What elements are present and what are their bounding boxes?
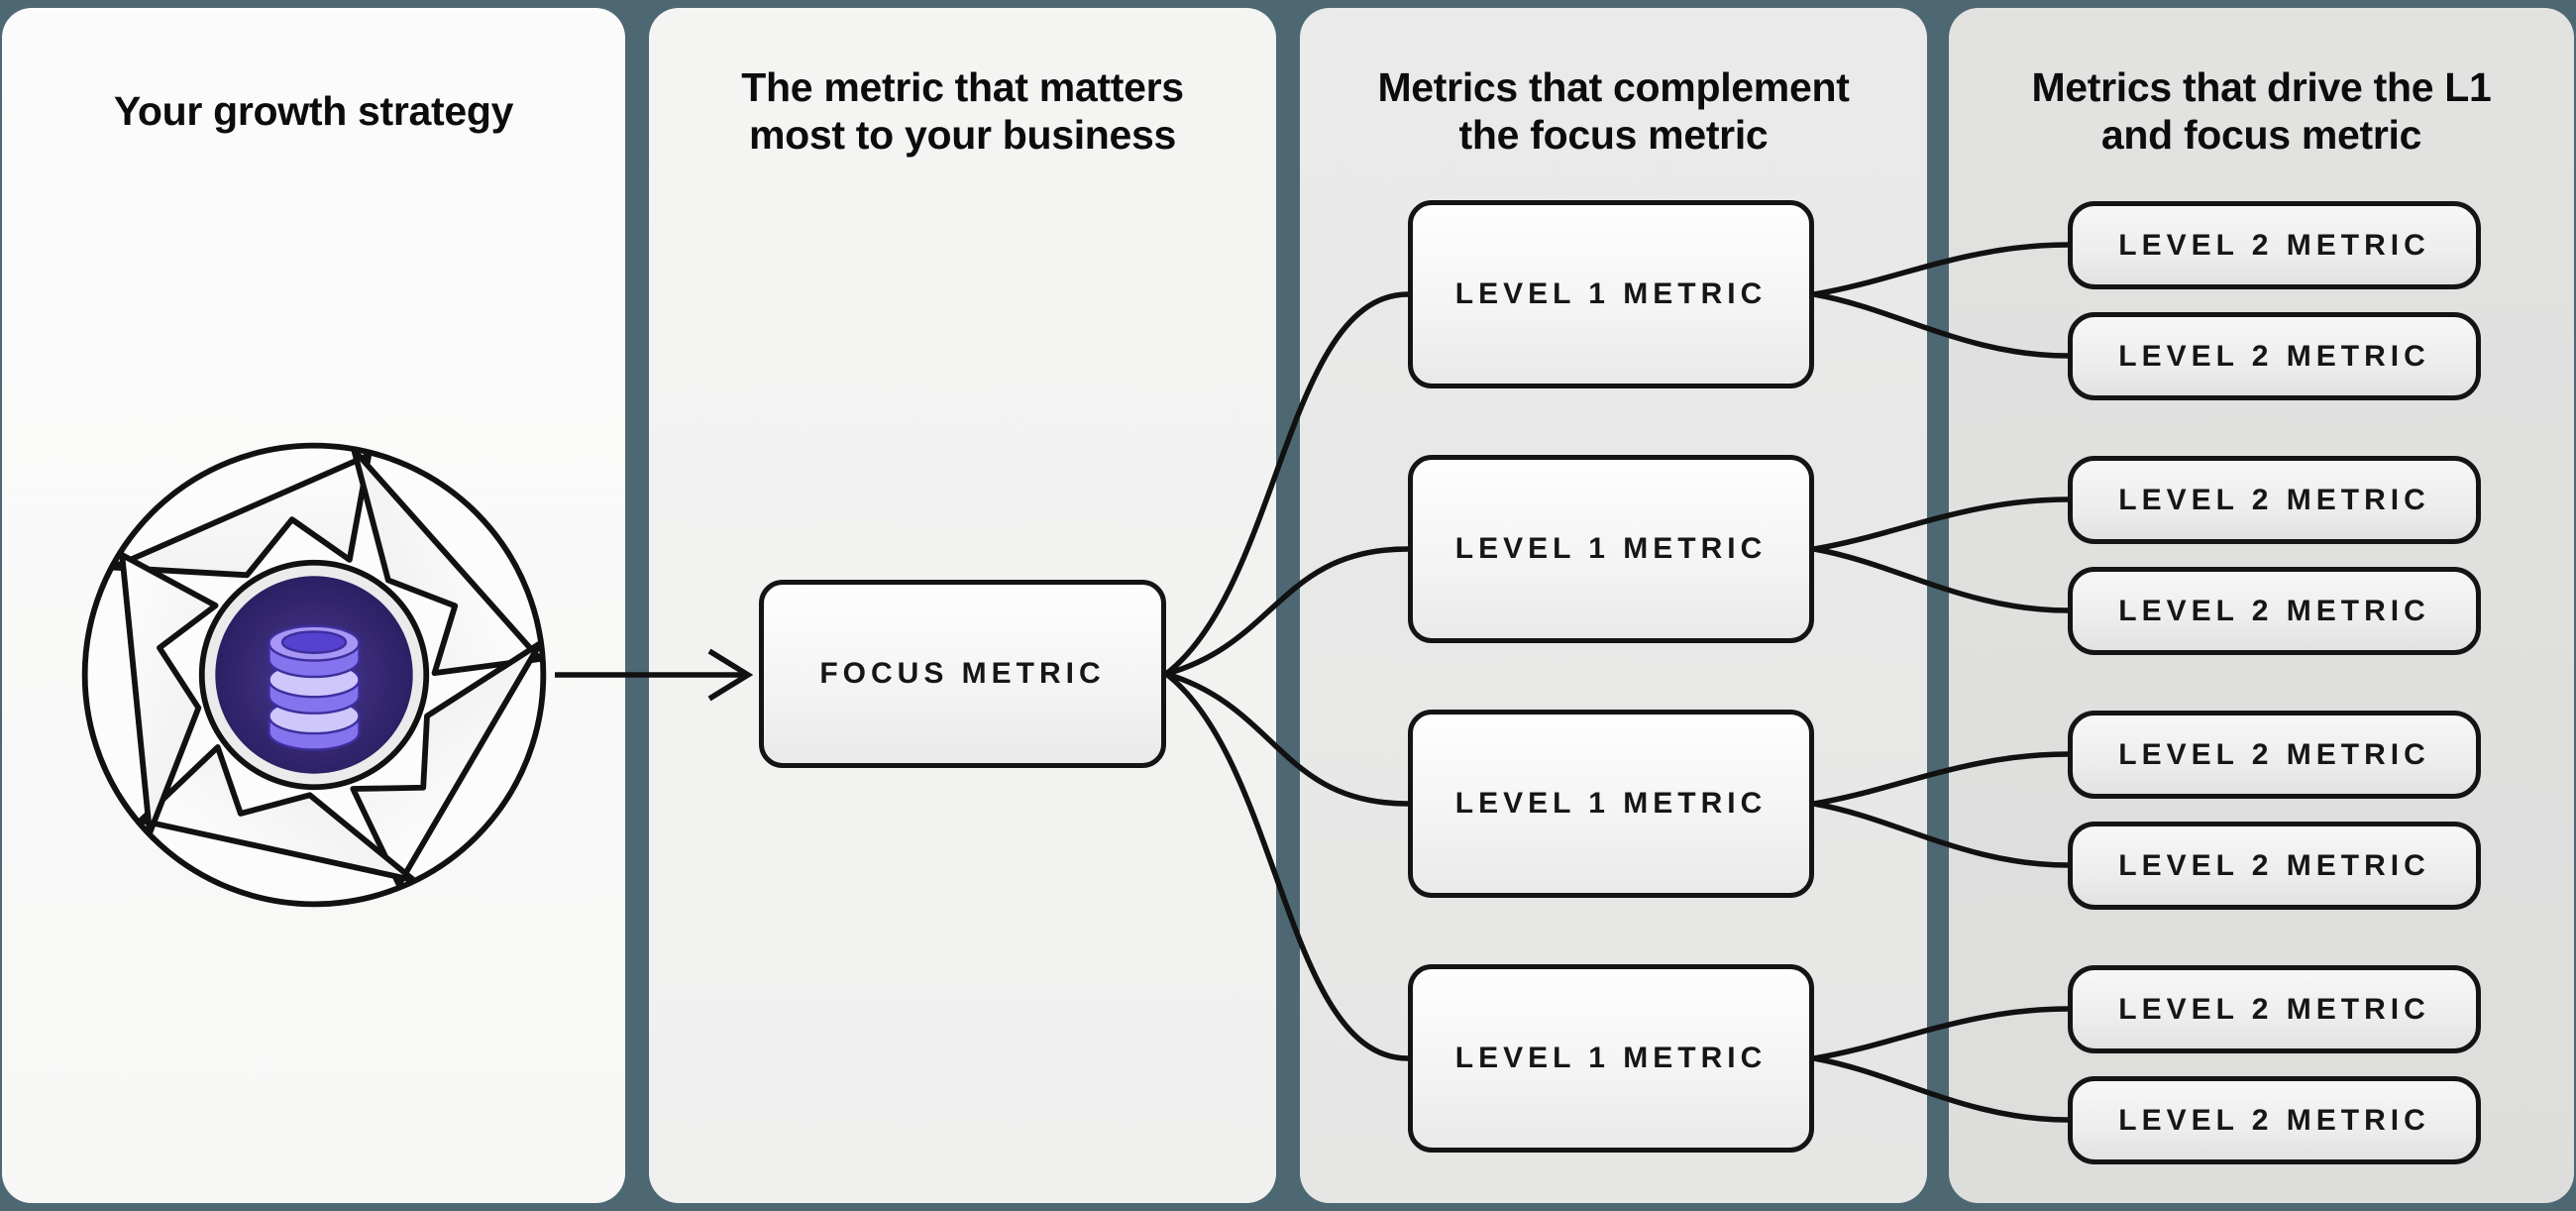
edge-focus-l1 (1164, 671, 1409, 1061)
panel-title: Metrics that drive the L1 and focus metr… (1949, 63, 2574, 159)
level-2-metric-node: LEVEL 2 METRIC (2068, 1076, 2481, 1164)
growth-loop-icon (81, 442, 547, 908)
title-line: The metric that matters (741, 64, 1184, 110)
level-1-metric-node: LEVEL 1 METRIC (1408, 964, 1814, 1153)
level-1-metric-node: LEVEL 1 METRIC (1408, 455, 1814, 643)
arrow-right-icon (555, 648, 754, 702)
panel-title: Metrics that complement the focus metric (1300, 63, 1927, 159)
level-2-metric-node: LEVEL 2 METRIC (2068, 312, 2481, 400)
edge-l1-l2 (1813, 751, 2069, 807)
edge-l1-l2 (1813, 546, 2069, 613)
edge-focus-l1 (1165, 671, 1409, 807)
level-1-metric-label: LEVEL 1 METRIC (1454, 277, 1768, 310)
level-2-metric-label: LEVEL 2 METRIC (2118, 339, 2430, 373)
level-2-metric-node: LEVEL 2 METRIC (2068, 822, 2481, 910)
panel-title: The metric that matters most to your bus… (649, 63, 1276, 159)
level-2-metric-label: LEVEL 2 METRIC (2118, 228, 2430, 262)
level-1-metric-label: LEVEL 1 METRIC (1454, 787, 1768, 820)
edge-l1-l2 (1813, 291, 2069, 359)
level-1-metric-node: LEVEL 1 METRIC (1408, 200, 1814, 388)
edge-l1-l2 (1813, 242, 2069, 297)
level-2-metric-node: LEVEL 2 METRIC (2068, 201, 2481, 289)
edge-l1-l2 (1813, 801, 2069, 868)
level-1-metric-label: LEVEL 1 METRIC (1454, 532, 1768, 565)
level-1-metric-node: LEVEL 1 METRIC (1408, 710, 1814, 898)
title-line: Your growth strategy (113, 88, 514, 134)
level-2-metric-node: LEVEL 2 METRIC (2068, 567, 2481, 655)
title-line: the focus metric (1458, 112, 1769, 158)
level-2-metric-label: LEVEL 2 METRIC (2118, 594, 2430, 627)
level-2-metric-label: LEVEL 2 METRIC (2118, 1103, 2430, 1137)
level-2-metric-label: LEVEL 2 METRIC (2118, 737, 2430, 771)
edge-focus-l1 (1165, 546, 1409, 677)
level-2-metric-label: LEVEL 2 METRIC (2118, 992, 2430, 1026)
title-line: Metrics that drive the L1 (2031, 64, 2492, 110)
database-icon (268, 624, 361, 751)
edge-focus-l1 (1164, 291, 1409, 677)
title-line: most to your business (748, 112, 1177, 158)
level-2-metric-node: LEVEL 2 METRIC (2068, 965, 2481, 1053)
level-2-metric-node: LEVEL 2 METRIC (2068, 456, 2481, 544)
edge-l1-l2 (1813, 1006, 2069, 1061)
level-2-metric-label: LEVEL 2 METRIC (2118, 848, 2430, 882)
panel-focus-metric: The metric that matters most to your bus… (649, 8, 1276, 1203)
focus-metric-node: FOCUS METRIC (759, 580, 1166, 768)
focus-metric-label: FOCUS METRIC (819, 657, 1106, 690)
panel-title: Your growth strategy (2, 87, 625, 135)
edge-l1-l2 (1813, 496, 2069, 552)
title-line: and focus metric (2100, 112, 2422, 158)
level-2-metric-node: LEVEL 2 METRIC (2068, 711, 2481, 799)
level-1-metric-label: LEVEL 1 METRIC (1454, 1042, 1768, 1074)
level-2-metric-label: LEVEL 2 METRIC (2118, 483, 2430, 516)
edge-l1-l2 (1813, 1055, 2069, 1123)
pinwheel-blades (109, 447, 544, 888)
title-line: Metrics that complement (1377, 64, 1850, 110)
